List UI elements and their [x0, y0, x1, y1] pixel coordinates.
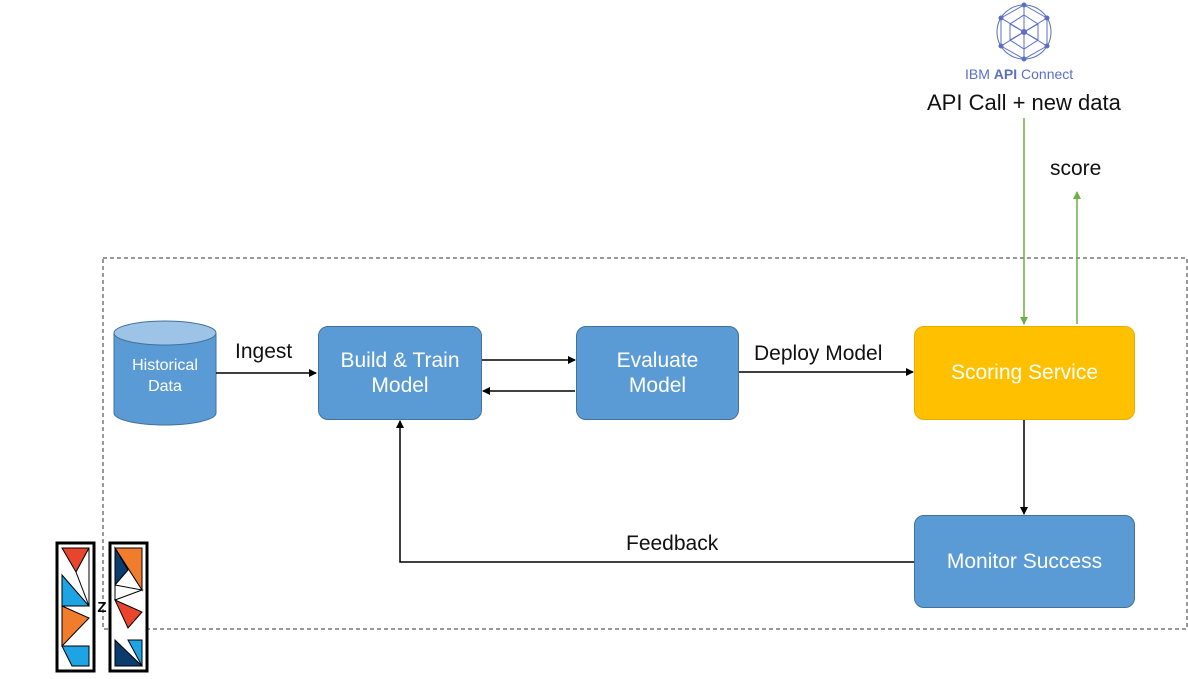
brand-connect: Connect [1021, 66, 1074, 82]
scoring-service-label: Scoring Service [950, 361, 1099, 385]
score-label: score [1050, 157, 1102, 180]
ibm-z-logo-icon [55, 541, 149, 673]
historical-data-label: Historical Data [132, 357, 198, 395]
system-boundary [102, 257, 1188, 630]
build-train-model-label: Build & Train Model [340, 348, 460, 397]
database-cylinder-icon [113, 320, 217, 426]
brand-ibm: IBM [965, 66, 990, 82]
monitor-success-label: Monitor Success [946, 549, 1103, 573]
ibm-api-connect-wordmark: IBM API Connect [965, 66, 1073, 82]
feedback-label: Feedback [626, 532, 719, 555]
brand-api: API [993, 66, 1018, 82]
deploy-model-label: Deploy Model [754, 342, 883, 365]
build-train-model-node[interactable]: Build & Train Model [318, 326, 482, 420]
api-call-label: API Call + new data [927, 90, 1121, 115]
feedback-arrow [396, 420, 914, 563]
evaluate-model-node[interactable]: Evaluate Model [576, 326, 739, 420]
ibm-z-letter: Z [97, 599, 106, 616]
ingest-label: Ingest [235, 340, 293, 363]
scoring-service-node[interactable]: Scoring Service [914, 326, 1135, 420]
monitor-success-node[interactable]: Monitor Success [914, 515, 1135, 608]
evaluate-model-label: Evaluate Model [616, 348, 699, 397]
ibm-api-connect-logo-icon [996, 2, 1052, 62]
